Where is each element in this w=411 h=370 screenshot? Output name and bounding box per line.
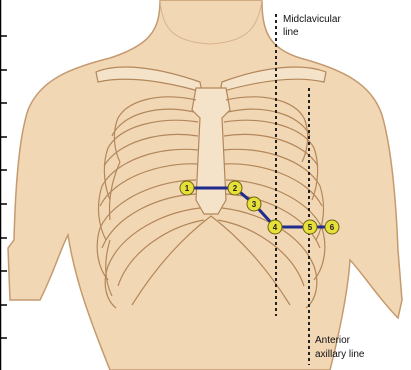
electrode-2: 2 (228, 181, 242, 195)
electrode-3-label: 3 (252, 200, 257, 209)
anterior-axillary-label-line2: axillary line (315, 349, 365, 360)
electrode-5: 5 (303, 220, 317, 234)
electrode-3: 3 (247, 197, 261, 211)
anterior-axillary-label-line1: Anterior (315, 335, 351, 346)
electrode-4: 4 (268, 220, 282, 234)
midclavicular-label-line1: Midclavicular (283, 14, 341, 25)
left-frame (0, 0, 7, 370)
electrode-6: 6 (325, 220, 339, 234)
midclavicular-label-line2: line (283, 27, 299, 38)
electrode-6-label: 6 (330, 223, 335, 232)
electrode-1: 1 (180, 181, 194, 195)
electrode-5-label: 5 (308, 223, 313, 232)
electrode-4-label: 4 (273, 223, 278, 232)
electrode-2-label: 2 (233, 184, 238, 193)
electrode-1-label: 1 (185, 184, 190, 193)
